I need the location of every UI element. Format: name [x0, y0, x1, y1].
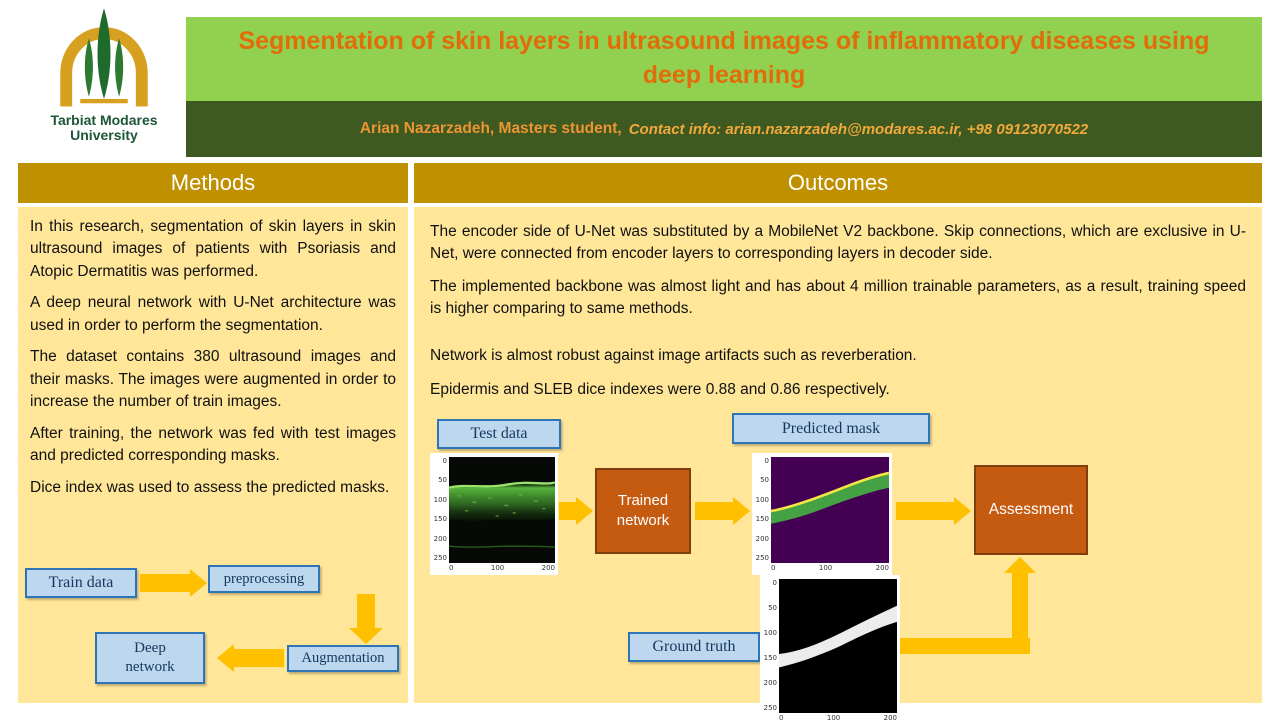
university-logo-emblem: [60, 8, 148, 107]
arrow-left-icon: [217, 644, 284, 672]
ground-truth-mask-image: [779, 579, 897, 713]
logo-base: [80, 98, 128, 104]
poster-title: Segmentation of skin layers in ultrasoun…: [238, 27, 1210, 89]
predicted-mask-box: Predicted mask: [732, 413, 930, 444]
outcomes-paragraph: The implemented backbone was almost ligh…: [430, 277, 1246, 318]
logo-cypress-left: [84, 38, 93, 97]
arrow-down-icon: [349, 594, 383, 644]
methods-paragraph: In this research, segmentation of skin l…: [30, 218, 396, 280]
arrow-right-icon: [559, 497, 593, 525]
arrow-right-icon: [140, 569, 207, 597]
outcomes-paragraph: The encoder side of U-Net was substitute…: [430, 223, 1246, 263]
author-banner: Arian Nazarzadeh, Masters student, Conta…: [186, 101, 1262, 157]
methods-section-header: Methods: [18, 163, 408, 203]
methods-paragraph: Dice index was used to assess the predic…: [30, 478, 390, 496]
elbow-arrow-horizontal: [900, 638, 1030, 654]
outcomes-paragraph: Network is almost robust against image a…: [430, 346, 917, 364]
arrow-up-icon: [1004, 557, 1036, 573]
methods-paragraph: The dataset contains 380 ultrasound imag…: [30, 348, 396, 411]
arrow-right-icon: [896, 497, 971, 525]
arrow-right-icon: [695, 497, 750, 525]
university-name-line1: Tarbiat Modares: [50, 112, 158, 128]
title-banner: Segmentation of skin layers in ultrasoun…: [186, 17, 1262, 101]
logo-cypress-right: [115, 38, 124, 97]
trained-network-box: Trained network: [595, 468, 691, 554]
methods-section-body: In this research, segmentation of skin l…: [18, 207, 408, 703]
elbow-arrow-vertical: [1012, 573, 1028, 654]
logo-cypress-center: [97, 8, 111, 99]
university-logo: Tarbiat Modares University: [28, 6, 180, 158]
train-data-box: Train data: [25, 568, 137, 598]
outcomes-section-header: Outcomes: [414, 163, 1262, 203]
segmentation-mask-image: [771, 457, 889, 563]
author-name: Arian Nazarzadeh, Masters student,: [359, 120, 622, 137]
preprocessing-box: preprocessing: [208, 565, 320, 593]
deep-network-box: Deep network: [95, 632, 205, 684]
outcomes-paragraph: Epidermis and SLEB dice indexes were 0.8…: [430, 381, 890, 399]
outcomes-section-body: The encoder side of U-Net was substitute…: [414, 207, 1262, 720]
augmentation-box: Augmentation: [287, 645, 399, 672]
assessment-box: Assessment: [974, 465, 1088, 555]
university-name: Tarbiat Modares University: [28, 112, 180, 144]
author-contact-info: Contact info: arian.nazarzadeh@modares.a…: [628, 120, 1089, 138]
methods-paragraph: A deep neural network with U-Net archite…: [30, 294, 396, 334]
ground-truth-box: Ground truth: [628, 632, 760, 662]
ultrasound-image: [449, 457, 555, 563]
methods-paragraph: After training, the network was fed with…: [30, 424, 396, 465]
test-data-box: Test data: [437, 419, 561, 449]
university-name-line2: University: [70, 127, 138, 144]
